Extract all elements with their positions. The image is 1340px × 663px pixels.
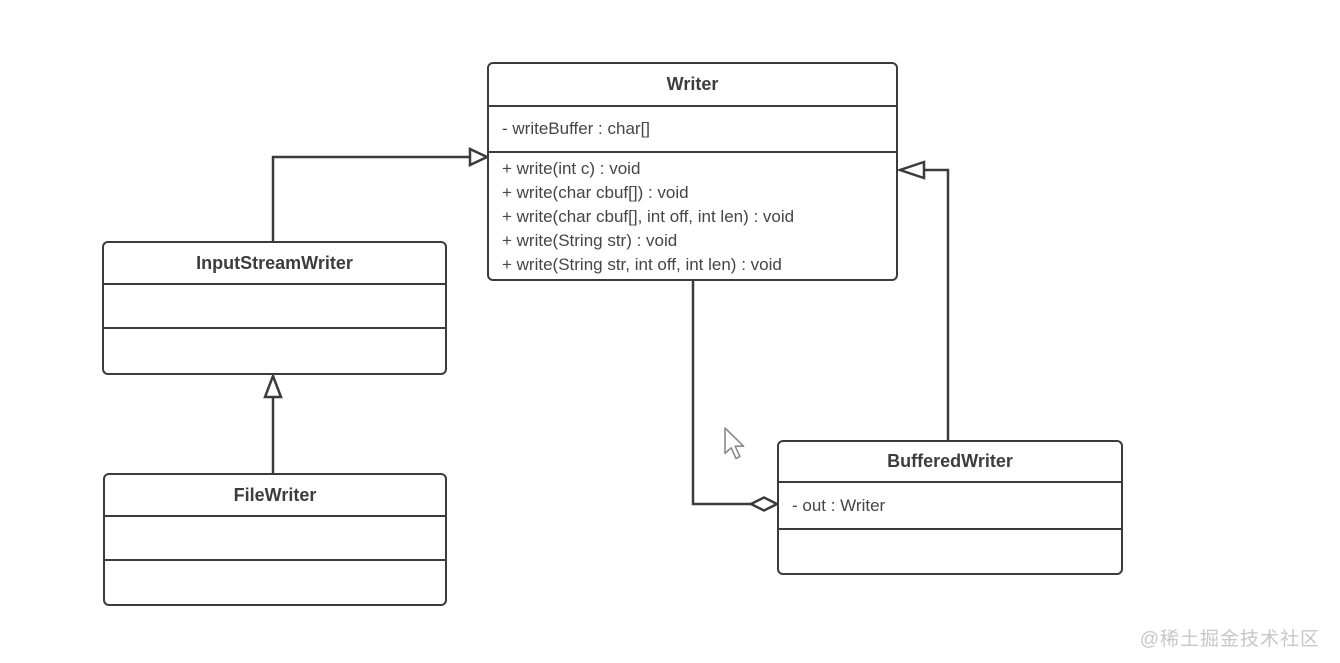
class-title: FileWriter [233,484,317,505]
inheritance-triangle-icon [263,372,283,399]
method-row: + write(char cbuf[], int off, int len) :… [502,207,795,226]
watermark-text: @稀土掘金技术社区 [1139,629,1320,650]
method-row: + write(char cbuf[]) : void [502,183,689,202]
attribute-row: - writeBuffer : char[] [502,119,651,138]
class-title: BufferedWriter [887,451,1013,471]
methods-compartment [104,327,445,373]
class-filewriter: FileWriter [103,473,447,606]
attributes-compartment: - out : Writer [779,481,1121,528]
inheritance-connector-bufferedwriter-to-writer [896,160,950,440]
inheritance-triangle-icon [468,147,490,167]
attributes-compartment [104,283,445,327]
class-title: InputStreamWriter [196,252,353,273]
methods-compartment [105,559,445,604]
class-title: Writer [666,74,719,94]
class-bufferedwriter: BufferedWriter - out : Writer [777,440,1123,575]
method-row: + write(String str, int off, int len) : … [502,255,782,274]
inheritance-connector-filewriter-to-inputstreamwriter [263,372,283,473]
inheritance-triangle-icon [896,160,926,180]
attributes-compartment: - writeBuffer : char[] [489,105,896,151]
inheritance-connector-inputstreamwriter-to-writer [271,147,490,241]
method-row: + write(String str) : void [502,231,678,250]
method-row: + write(int c) : void [502,159,641,178]
class-inputstreamwriter: InputStreamWriter [102,241,447,375]
aggregation-diamond-icon [748,496,780,512]
aggregation-connector-writer-to-bufferedwriter [691,281,780,512]
methods-compartment: + write(int c) : void + write(char cbuf[… [489,151,896,279]
class-writer: Writer - writeBuffer : char[] + write(in… [487,62,898,281]
attributes-compartment [105,515,445,559]
attribute-row: - out : Writer [792,495,886,515]
methods-compartment [779,528,1121,573]
mouse-cursor-icon [724,427,745,460]
